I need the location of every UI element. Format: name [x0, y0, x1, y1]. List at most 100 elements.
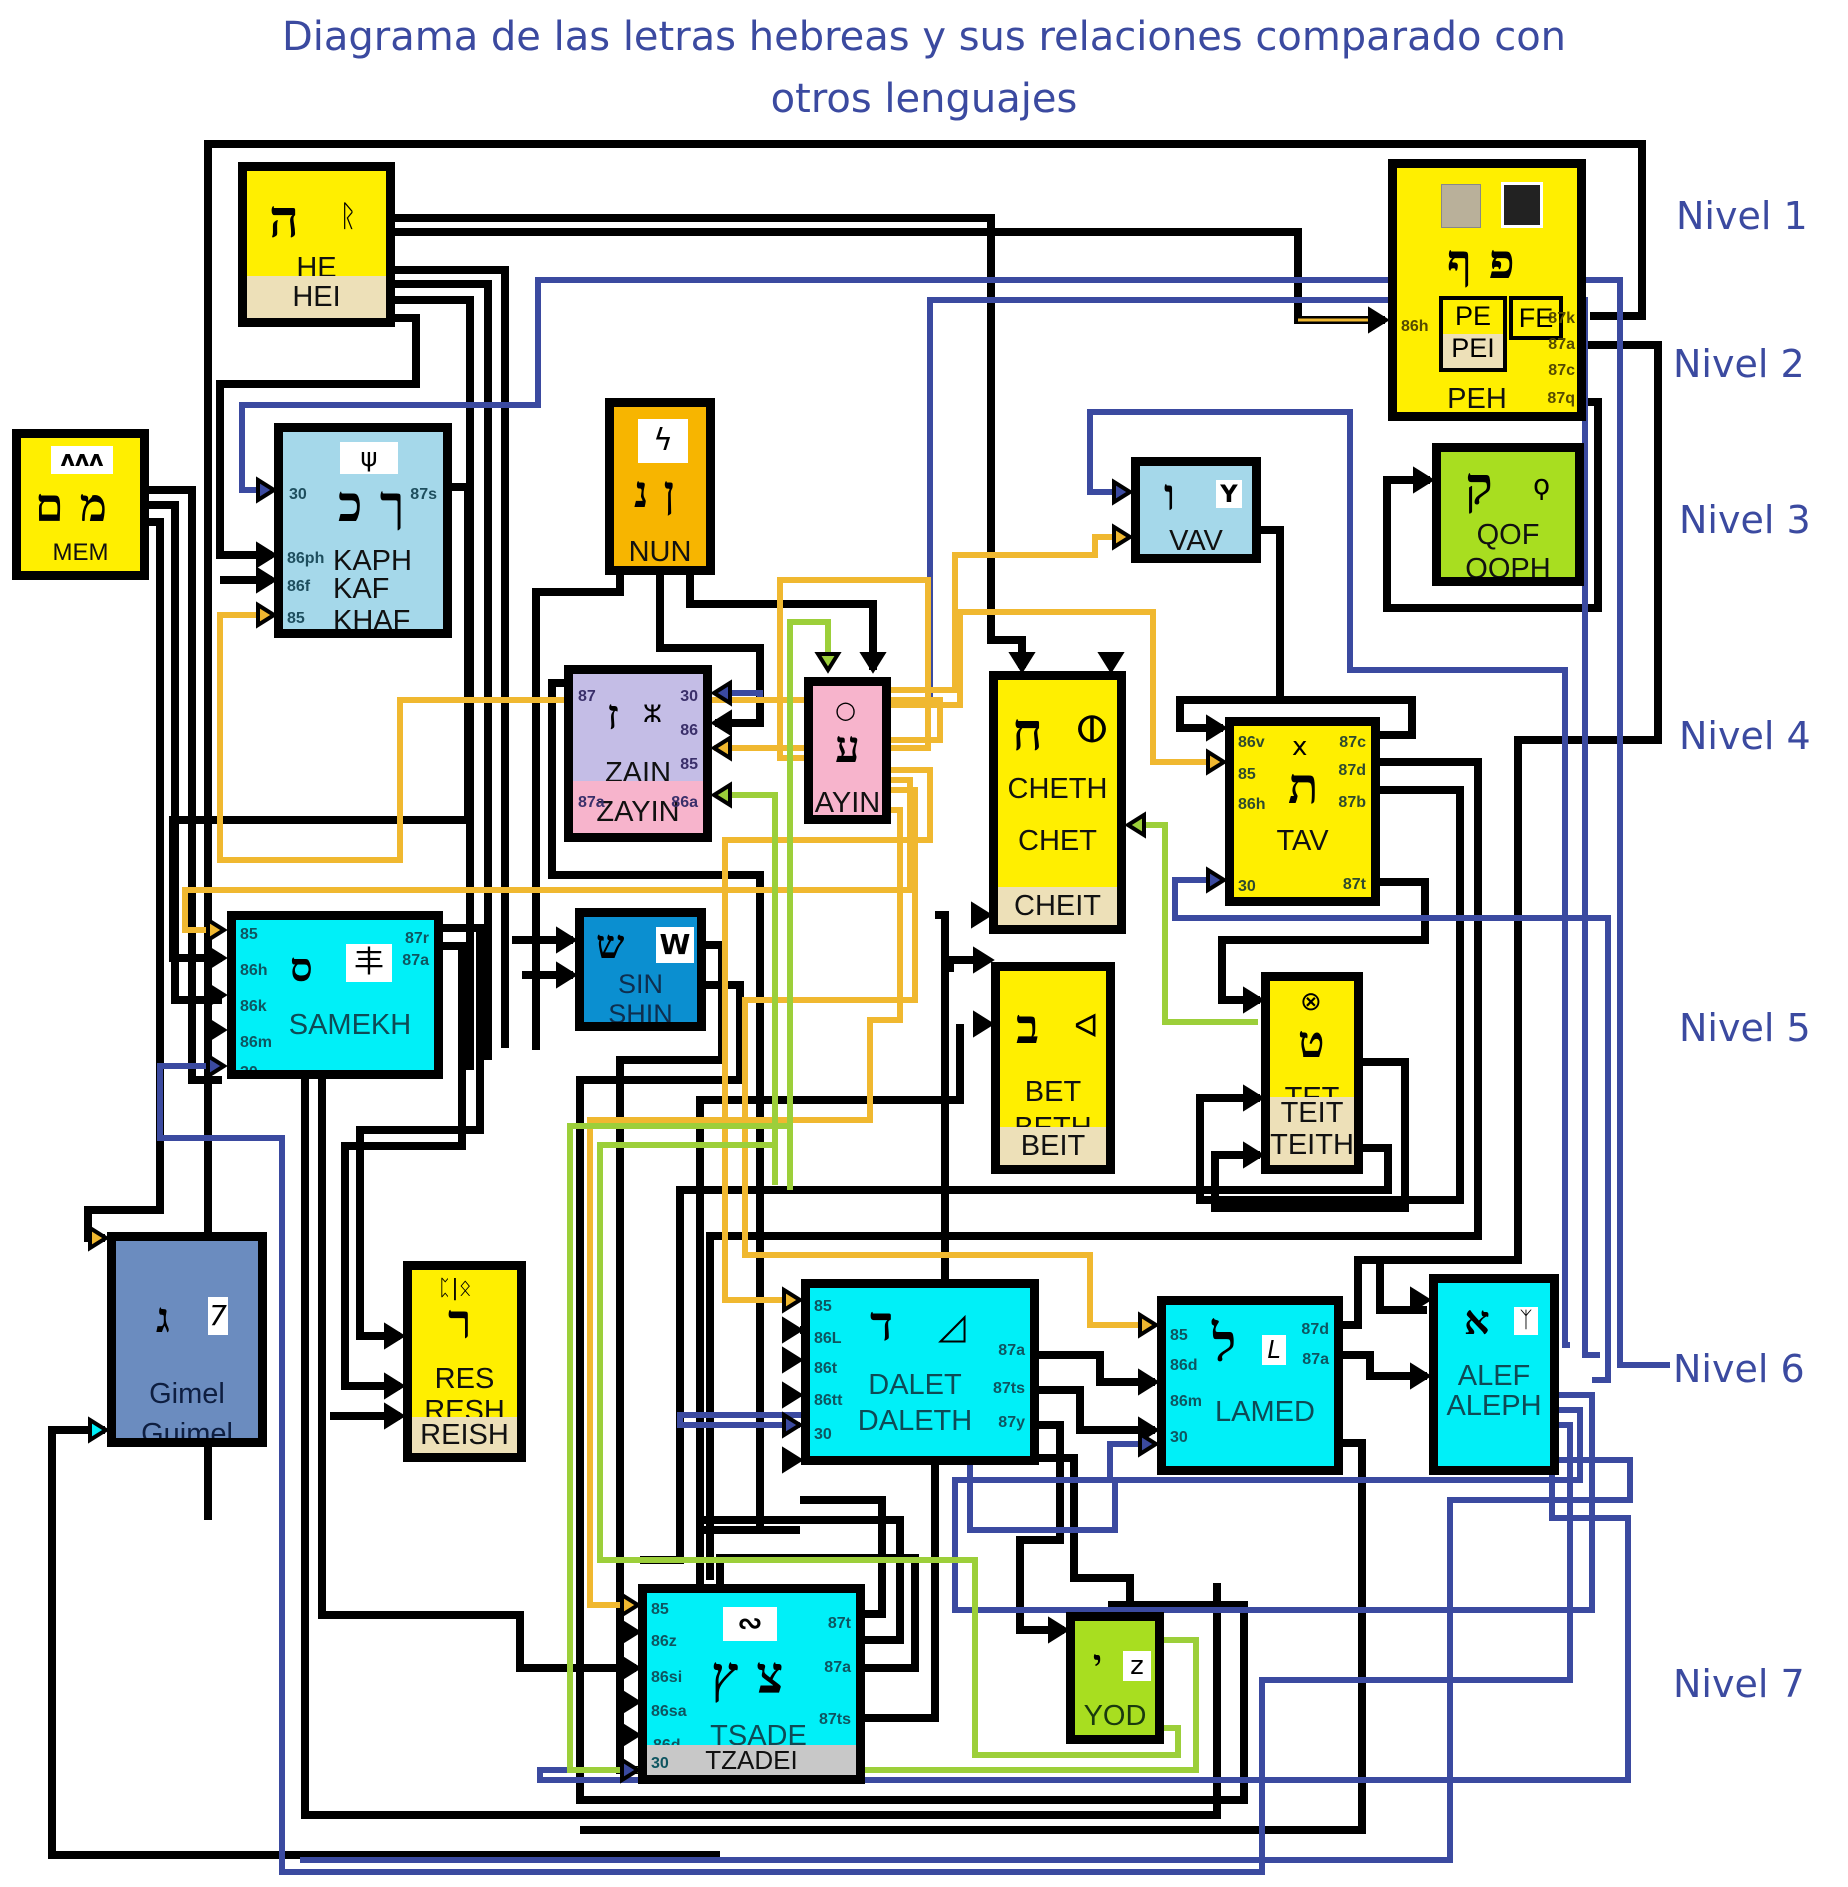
- letter-box-gimel[interactable]: ג 7 Gimel Guimel: [107, 1232, 267, 1447]
- letter-box-zain[interactable]: 87 30 ז ⵣ 86 85 ZAIN ZAYIN 87a 86a: [564, 665, 712, 842]
- port-label: 85: [814, 1298, 832, 1315]
- letter-box-tsade[interactable]: 85 ∾ 87t 86z צ ץ 87a 86si 86sa 87ts TSAD…: [638, 1584, 865, 1784]
- letter-name: DALETH: [857, 1405, 973, 1437]
- letter-box-dalet[interactable]: 85 ד ◿ 86L 87a 86t DALET 87ts 86tt DALET…: [801, 1279, 1039, 1465]
- port-label: 87a: [1548, 336, 1575, 353]
- letter-box-cheth[interactable]: ח ⵀ CHETH CHET CHEIT: [989, 671, 1126, 934]
- letter-name: QOF: [1476, 519, 1540, 551]
- ancient-glyph-icon: ᛉ: [1514, 1307, 1538, 1335]
- ancient-glyph-icon: ᐊ: [1074, 1007, 1099, 1045]
- arrow-resh-3: [384, 1402, 406, 1430]
- arrow-sin-1: [556, 926, 578, 954]
- port-label: 86sa: [651, 1703, 687, 1720]
- letter-box-mem[interactable]: ʌʌʌ מ ם MEM: [12, 429, 149, 580]
- port-label: 87b: [1338, 794, 1366, 811]
- wire-samekh-bottom: [318, 1079, 636, 1672]
- arrow-sin-2: [556, 961, 578, 989]
- port-label: 87a: [824, 1659, 851, 1676]
- ancient-glyph-icon: ϙ: [1533, 468, 1551, 501]
- level-label-4: Nivel 4: [1679, 714, 1811, 758]
- letter-box-alef[interactable]: א ᛉ ALEF ALEPH: [1429, 1274, 1559, 1475]
- arrow-tet-2: [1243, 1084, 1265, 1112]
- hebrew-glyph: ז: [607, 690, 619, 739]
- letter-box-yod[interactable]: י z YOD: [1066, 1612, 1164, 1744]
- letter-name: MEM: [52, 539, 109, 566]
- port-label: 30: [680, 688, 698, 705]
- hebrew-glyph: ע: [835, 722, 860, 773]
- wire-blue-vav: [1087, 409, 1570, 1348]
- letter-name: CHETH: [1007, 773, 1108, 805]
- arrow-lamed-30: [1138, 1430, 1160, 1458]
- port-label: 86ph: [287, 550, 325, 567]
- letter-box-tav[interactable]: 86v 87c x 85 87d ת 86h 87b TAV 30 87t: [1225, 717, 1380, 906]
- letter-box-bet[interactable]: ב ᐊ BET BETH BEIT: [991, 962, 1115, 1174]
- arrow-zain-86a: [710, 781, 732, 809]
- port-label: 87y: [998, 1414, 1025, 1431]
- wire-kaph-out: [169, 483, 472, 962]
- hebrew-glyph: מ ם: [35, 478, 107, 532]
- letter-box-vav[interactable]: ו Y VAV: [1131, 457, 1261, 563]
- ancient-glyph-icon: ⵣ: [643, 700, 662, 728]
- letter-box-peh[interactable]: פ ף 86h PE PEI FE 87k 87a 87c 87q PEH: [1388, 159, 1586, 421]
- hebrew-glyph: א: [1464, 1297, 1490, 1344]
- letter-box-lamed[interactable]: 85 ל ᒪ 87d 87a 86d 86m LAMED 30: [1157, 1296, 1343, 1475]
- letter-name: KAF: [333, 573, 390, 605]
- letter-name-variant: TEIT TEITH: [1270, 1097, 1354, 1165]
- port-label: 87d: [1301, 1321, 1329, 1338]
- arrow-samekh-86m: [206, 1016, 228, 1044]
- port-label: 87d: [1338, 762, 1366, 779]
- port-label: 86m: [1170, 1393, 1203, 1410]
- wire-tav-87c: [1210, 696, 1416, 739]
- wire-he-to-kaph-a: [395, 266, 509, 1048]
- arrow-ayin-1: [859, 652, 887, 674]
- variant-line: TEITH: [1270, 1129, 1354, 1161]
- wire-he-to-peh: [395, 228, 1385, 324]
- arrow-dalet-30: [782, 1411, 804, 1439]
- ancient-glyph-icon: x: [1292, 732, 1308, 762]
- arrow-qof: [1413, 466, 1435, 494]
- arrow-yod: [1048, 1616, 1070, 1644]
- port-label: 87s: [410, 486, 437, 503]
- wire-samekh-87r: [356, 924, 484, 1340]
- letter-box-resh[interactable]: ᛈ|ᛟ ר RES RESH REISH: [403, 1261, 526, 1462]
- port-label: 87c: [1339, 734, 1366, 751]
- port-label: 85: [680, 756, 698, 773]
- letter-name: Guimel: [141, 1418, 233, 1447]
- arrow-tet-1: [1243, 986, 1265, 1014]
- hebrew-glyph: צ ץ: [711, 1645, 784, 1706]
- port-label: 87a: [578, 794, 605, 811]
- port-label: 87q: [1547, 390, 1575, 407]
- letter-box-samekh[interactable]: 85 87r ס 丰 87a 86h 86k SAMEKH 86m 30: [227, 911, 443, 1079]
- port-label: 86t: [814, 1360, 838, 1377]
- letter-box-qof[interactable]: ק ϙ QOF QOPH: [1432, 443, 1584, 586]
- hebrew-glyph: ר: [448, 1294, 472, 1350]
- arrow-dalet-86t: [782, 1346, 804, 1374]
- arrow-dalet-b: [782, 1446, 804, 1474]
- port-label: 86z: [651, 1633, 677, 1650]
- hebrew-glyph: ב: [1016, 999, 1040, 1055]
- letter-box-ayin[interactable]: ○ ע AYIN: [804, 677, 891, 824]
- scroll-icon: [1441, 184, 1481, 228]
- wire-blue-zain-30: [716, 297, 1600, 1358]
- arrow-bet-1: [973, 946, 995, 974]
- diagram-title-line1: Diagrama de las letras hebreas y sus rel…: [281, 14, 1567, 60]
- arrow-peh-86h: [1368, 306, 1390, 334]
- letter-box-he[interactable]: ה ᚱ HE HEI: [238, 162, 395, 327]
- wire-orange-samekh-85: [182, 777, 913, 933]
- letter-name: QOPH: [1465, 553, 1551, 585]
- letter-box-sin[interactable]: ש W SIN SHIN: [575, 908, 706, 1031]
- arrow-tsade-86z: [620, 1618, 642, 1646]
- wire-green-yod-2: [597, 1142, 1181, 1758]
- letter-name: KHAF: [333, 605, 411, 637]
- arrow-lamed-86d: [1138, 1368, 1160, 1396]
- letter-box-nun[interactable]: ϟ ן נ NUN: [605, 398, 715, 575]
- hebrew-glyph: ק: [1465, 456, 1493, 517]
- port-label: 86f: [287, 578, 311, 595]
- letter-box-kaph[interactable]: ψ ך כ 30 87s 86ph 86f 85 KAPH KAF KHAF: [274, 423, 452, 638]
- port-label: 87a: [402, 952, 429, 969]
- arrow-dalet-85: [782, 1286, 804, 1314]
- letter-box-tet[interactable]: ⊗ ט TET TEIT TEITH: [1261, 972, 1363, 1174]
- port-label: 87t: [827, 1615, 851, 1632]
- level-label-7: Nivel 7: [1673, 1662, 1805, 1706]
- port-label: 86h: [1401, 318, 1429, 335]
